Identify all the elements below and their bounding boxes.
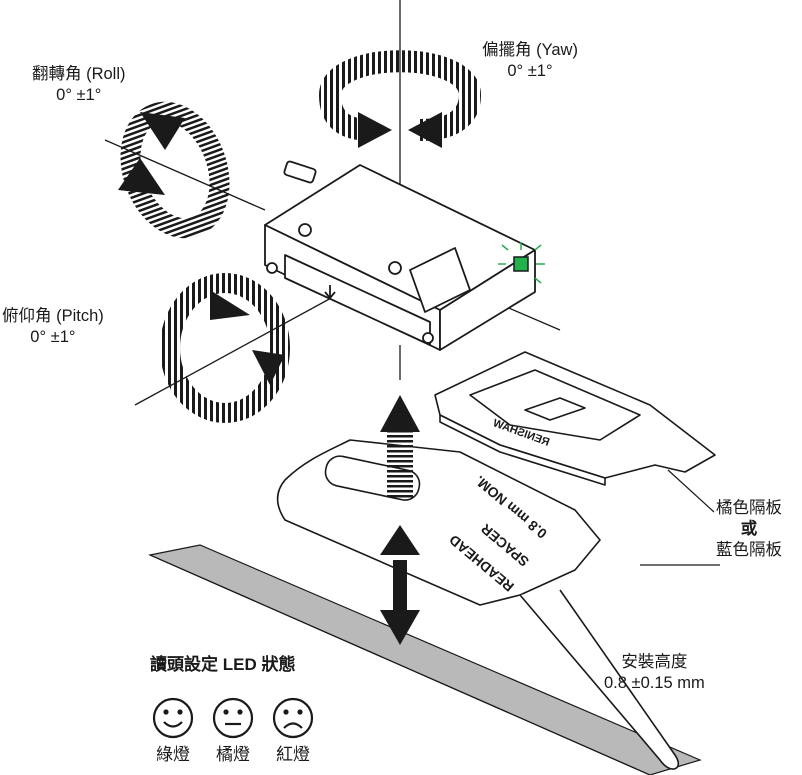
happy-face-icon (152, 697, 194, 739)
pitch-label: 俯仰角 (Pitch) 0° ±1° (2, 306, 104, 348)
roll-label: 翻轉角 (Roll) 0° ±1° (32, 64, 126, 106)
pitch-label-name: 俯仰角 (Pitch) (2, 307, 104, 325)
mount-height-value: 0.8 ±0.15 mm (604, 674, 705, 692)
spacer-plate: RENISHAW (434, 351, 716, 486)
spacer-option-orange: 橘色隔板 (716, 499, 782, 517)
height-double-arrow (380, 525, 420, 645)
roll-label-tolerance: 0° ±1° (56, 86, 102, 104)
yaw-label: 偏擺角 (Yaw) 0° ±1° (482, 40, 578, 82)
spacer-option-blue: 藍色隔板 (716, 541, 782, 559)
readhead-body (264, 160, 536, 351)
insert-up-arrow (380, 395, 420, 500)
neutral-face-icon (212, 697, 254, 739)
yaw-rotation-arrow (319, 50, 482, 148)
yaw-label-name: 偏擺角 (Yaw) (482, 41, 578, 59)
led-state-label-red: 紅燈 (276, 745, 310, 764)
yaw-label-tolerance: 0° ±1° (507, 62, 553, 80)
led-glow (498, 242, 545, 284)
spacer-options-label: 橘色隔板 或 藍色隔板 (716, 498, 782, 561)
mount-height-name: 安裝高度 (621, 653, 688, 671)
led-state-label-orange: 橘燈 (216, 745, 250, 764)
scale-tape-edge (149, 554, 651, 775)
mount-height-label: 安裝高度 0.8 ±0.15 mm (604, 652, 705, 694)
spacer-option-or: 或 (740, 520, 758, 538)
led-status-title: 讀頭設定 LED 狀態 (150, 655, 296, 674)
roll-label-name: 翻轉角 (Roll) (32, 65, 126, 83)
pitch-rotation-arrow (160, 273, 290, 423)
roll-rotation-arrow (118, 101, 230, 239)
spacer-option-leader (667, 469, 715, 513)
sad-face-icon (272, 697, 314, 739)
pitch-label-tolerance: 0° ±1° (30, 328, 76, 346)
set-up-led (513, 256, 529, 272)
led-state-label-green: 綠燈 (156, 745, 190, 764)
